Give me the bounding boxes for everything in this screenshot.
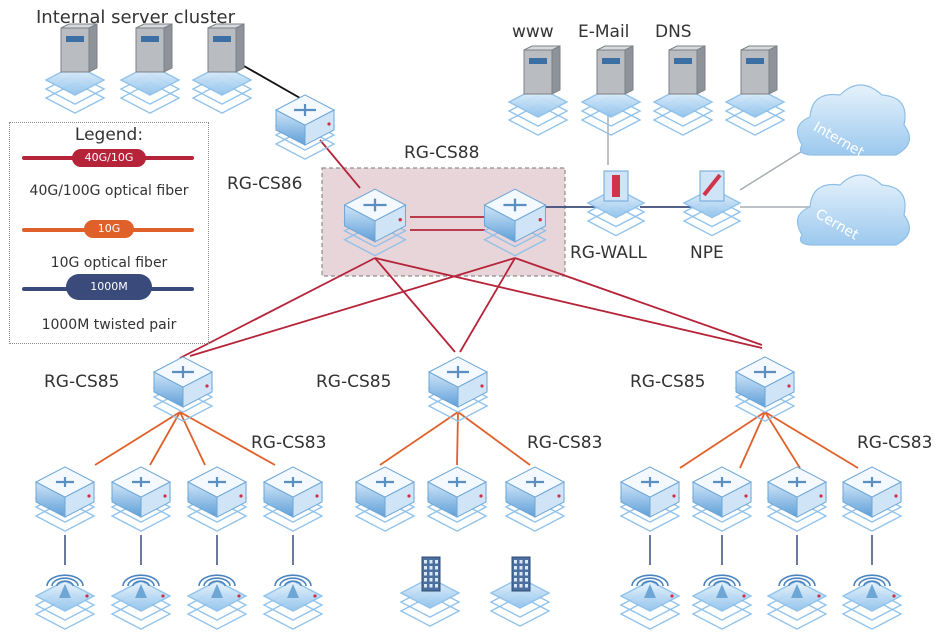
server-2 (119, 23, 181, 114)
legend-badge-10g: 10G (84, 220, 134, 238)
wireless-ap-right-1 (691, 574, 753, 630)
rg-cs86-switch (274, 94, 336, 160)
npe-label: NPE (690, 243, 724, 263)
rg-cs83-left-2 (186, 466, 248, 532)
rg-cs83-left-3 (262, 466, 324, 532)
rg-cs85-left-switch (152, 356, 214, 422)
cernet-cloud (796, 174, 911, 246)
link-dist-right-access-3 (764, 411, 859, 469)
link-core-left-dist-right (374, 257, 763, 349)
legend-text-1000m: 1000M twisted pair (41, 317, 177, 333)
link-dist-right-access-2 (764, 411, 801, 469)
core-switch-left (343, 188, 407, 257)
internet-cloud (796, 84, 911, 156)
link-dist-right-access-0 (679, 411, 766, 469)
link-dist-left-access-1 (149, 411, 181, 466)
rg-cs83-left-1 (110, 466, 172, 532)
rg-cs88-label: RG-CS88 (404, 143, 480, 163)
server-1 (44, 23, 106, 114)
legend: Legend: 40G/10G 40G/100G optical fiber 1… (9, 122, 209, 344)
wireless-ap-left-1 (110, 574, 172, 630)
npe-router (682, 170, 742, 237)
rg-cs83-mid-2 (504, 466, 566, 532)
rg-wall-firewall (586, 170, 646, 237)
server-www (507, 45, 569, 136)
legend-badge-40g: 40G/10G (72, 149, 146, 167)
rg-cs83-right-label: RG-CS83 (857, 433, 933, 453)
rg-cs83-right-2 (766, 466, 828, 532)
link-dist-mid-access-2 (457, 411, 531, 466)
legend-title: Legend: (74, 125, 144, 145)
link-dist-mid-access-0 (379, 411, 459, 466)
wireless-ap-left-0 (34, 574, 96, 630)
wireless-ap-right-0 (619, 574, 681, 630)
rg-cs85-left-label: RG-CS85 (44, 372, 120, 392)
link-core-left-dist-left (179, 257, 376, 359)
rg-cs83-mid-1 (426, 466, 488, 532)
rg-cs83-left-0 (34, 466, 96, 532)
rg-cs85-mid-switch (427, 356, 489, 422)
wireless-ap-right-3 (841, 574, 903, 630)
dns-label: DNS (655, 22, 692, 42)
rg-cs83-mid-label: RG-CS83 (527, 433, 603, 453)
rg-cs85-right-switch (734, 356, 796, 422)
rg-cs83-right-0 (619, 466, 681, 532)
link-dist-left-access-3 (179, 411, 276, 466)
link-core-left-dist-mid (374, 257, 456, 353)
rg-wall-label: RG-WALL (570, 243, 647, 263)
link-core-right-dist-right (514, 257, 763, 346)
building-office-2 (489, 556, 551, 627)
wireless-ap-left-2 (186, 574, 248, 630)
rg-cs85-mid-label: RG-CS85 (316, 372, 392, 392)
legend-text-40g: 40G/100G optical fiber (29, 183, 189, 199)
core-switch-right (483, 188, 547, 257)
server-email (580, 45, 642, 136)
building-office-1 (399, 556, 461, 627)
rg-cs85-right-label: RG-CS85 (630, 372, 706, 392)
server-dns (652, 45, 714, 136)
link-core-right-dist-left (189, 257, 516, 357)
rg-cs83-mid-0 (354, 466, 416, 532)
rg-cs83-left-label: RG-CS83 (251, 433, 327, 453)
www-label: www (512, 22, 554, 42)
link-dist-right-access-1 (739, 411, 766, 469)
rg-cs83-right-3 (841, 466, 903, 532)
legend-text-10g: 10G optical fiber (50, 255, 168, 271)
links-layer (64, 57, 873, 565)
rg-cs86-label: RG-CS86 (227, 174, 303, 194)
link-core-right-dist-mid (459, 257, 516, 353)
link-dist-left-access-0 (94, 411, 181, 466)
rg-cs83-right-1 (691, 466, 753, 532)
email-label: E-Mail (578, 22, 630, 42)
server-cluster-title: Internal server cluster (36, 7, 236, 28)
server-dmz-4 (724, 45, 786, 136)
legend-badge-1000m: 1000M (66, 274, 152, 300)
wireless-ap-left-3 (262, 574, 324, 630)
wireless-ap-right-2 (766, 574, 828, 630)
server-3 (191, 23, 253, 114)
nodes-layer (34, 23, 911, 630)
